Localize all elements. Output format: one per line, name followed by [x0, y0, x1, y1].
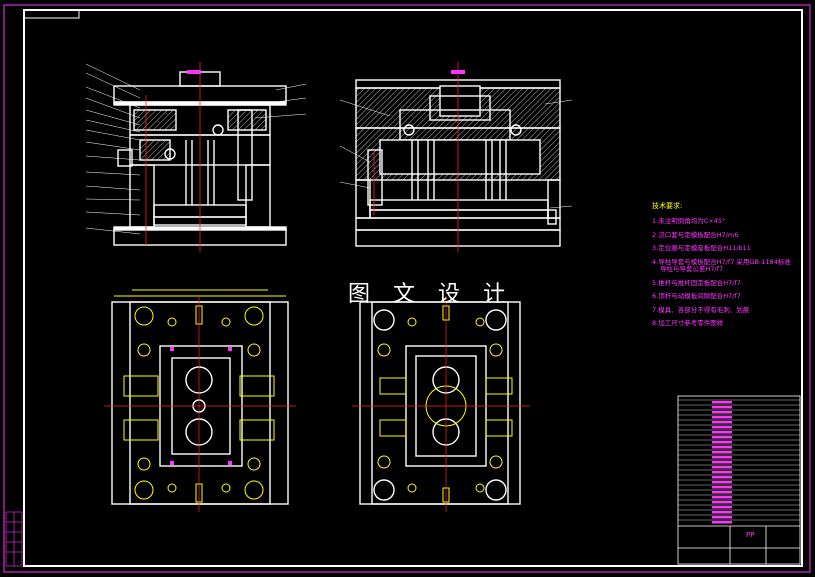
title-block-rows [678, 399, 800, 524]
notes-title: 技术要求: [652, 202, 683, 210]
left-margin-block [5, 511, 23, 567]
note-8: 8.加工尺寸参考零件图样 [652, 319, 724, 327]
parts-list-entry [712, 496, 732, 499]
support-block-right [245, 164, 271, 228]
note-7: 7.模具、各部分不得有毛刺、划痕 [652, 305, 750, 314]
section-left-red-centerlines [145, 62, 201, 252]
plan-view-left [111, 301, 289, 505]
note-3: 3.定位圈与定模座板配合H11/b11 [652, 244, 751, 252]
parts-list-entry [712, 421, 732, 424]
parts-list-entry [712, 461, 732, 464]
inner-border [23, 9, 803, 567]
note-4: 4.导柱导套与模板配合H7/f7 采用GB-1184标准 [652, 257, 791, 266]
sprue-marker-right [451, 70, 465, 74]
plan-right-yellow-features [377, 305, 513, 503]
parts-list-entry [712, 451, 732, 454]
note-6: 6.顶杆与动模板间隙配合H7/f7 [652, 292, 741, 300]
parts-list-entry [712, 486, 732, 489]
parts-list-entry [712, 431, 732, 434]
section-right-red-centerlines [373, 62, 459, 252]
note-4-cont: 导柱与导套公差H7/f7 [660, 265, 724, 273]
plan-view-right [359, 301, 521, 505]
note-1: 1.未注明倒角均为C×45° [652, 217, 726, 225]
parts-list-entry [712, 426, 732, 429]
parts-list-entry [712, 481, 732, 484]
support-block-left [129, 164, 155, 228]
parts-list-entry [712, 456, 732, 459]
title-block-label: PP [746, 531, 755, 539]
technical-requirements: 技术要求: 1.未注明倒角均为C×45° 2.浇口套与定模板配合H7/m6 3.… [652, 203, 812, 334]
parts-list-entry [712, 436, 732, 439]
corner-tab [23, 9, 80, 19]
parts-list-entry [712, 501, 732, 504]
leader-lines-left [85, 63, 307, 235]
parts-list-entry [712, 401, 732, 404]
parts-list-entry [712, 416, 732, 419]
parts-list-entry [712, 411, 732, 414]
parts-list-entry [712, 516, 732, 519]
parts-list-entry [712, 506, 732, 509]
parts-list-entry [712, 466, 732, 469]
leader-lines-right [339, 99, 573, 209]
parts-list-entry [712, 491, 732, 494]
support-right-r [547, 179, 561, 219]
parts-list-entry [712, 446, 732, 449]
note-2: 2.浇口套与定模板配合H7/m6 [652, 230, 739, 239]
parts-list-entry [712, 406, 732, 409]
ejector-plate-r [369, 199, 549, 211]
parts-list-entry [712, 441, 732, 444]
parts-list-entry [712, 476, 732, 479]
watermark-text: 图 文 设 计 [348, 282, 513, 307]
parts-list-entry [712, 521, 732, 524]
parts-list-entry [712, 471, 732, 474]
note-5: 5.推杆与推杆固定板配合H7/f7 [652, 278, 741, 287]
parts-list-entry [712, 511, 732, 514]
plan-left-magenta-marks [170, 347, 232, 465]
plan-right-centerlines [352, 296, 530, 512]
sprue-marker-left [187, 70, 201, 74]
plan-left-centerlines [104, 296, 296, 512]
plan-left-yellow-features [114, 289, 286, 503]
outer-border [3, 4, 811, 573]
